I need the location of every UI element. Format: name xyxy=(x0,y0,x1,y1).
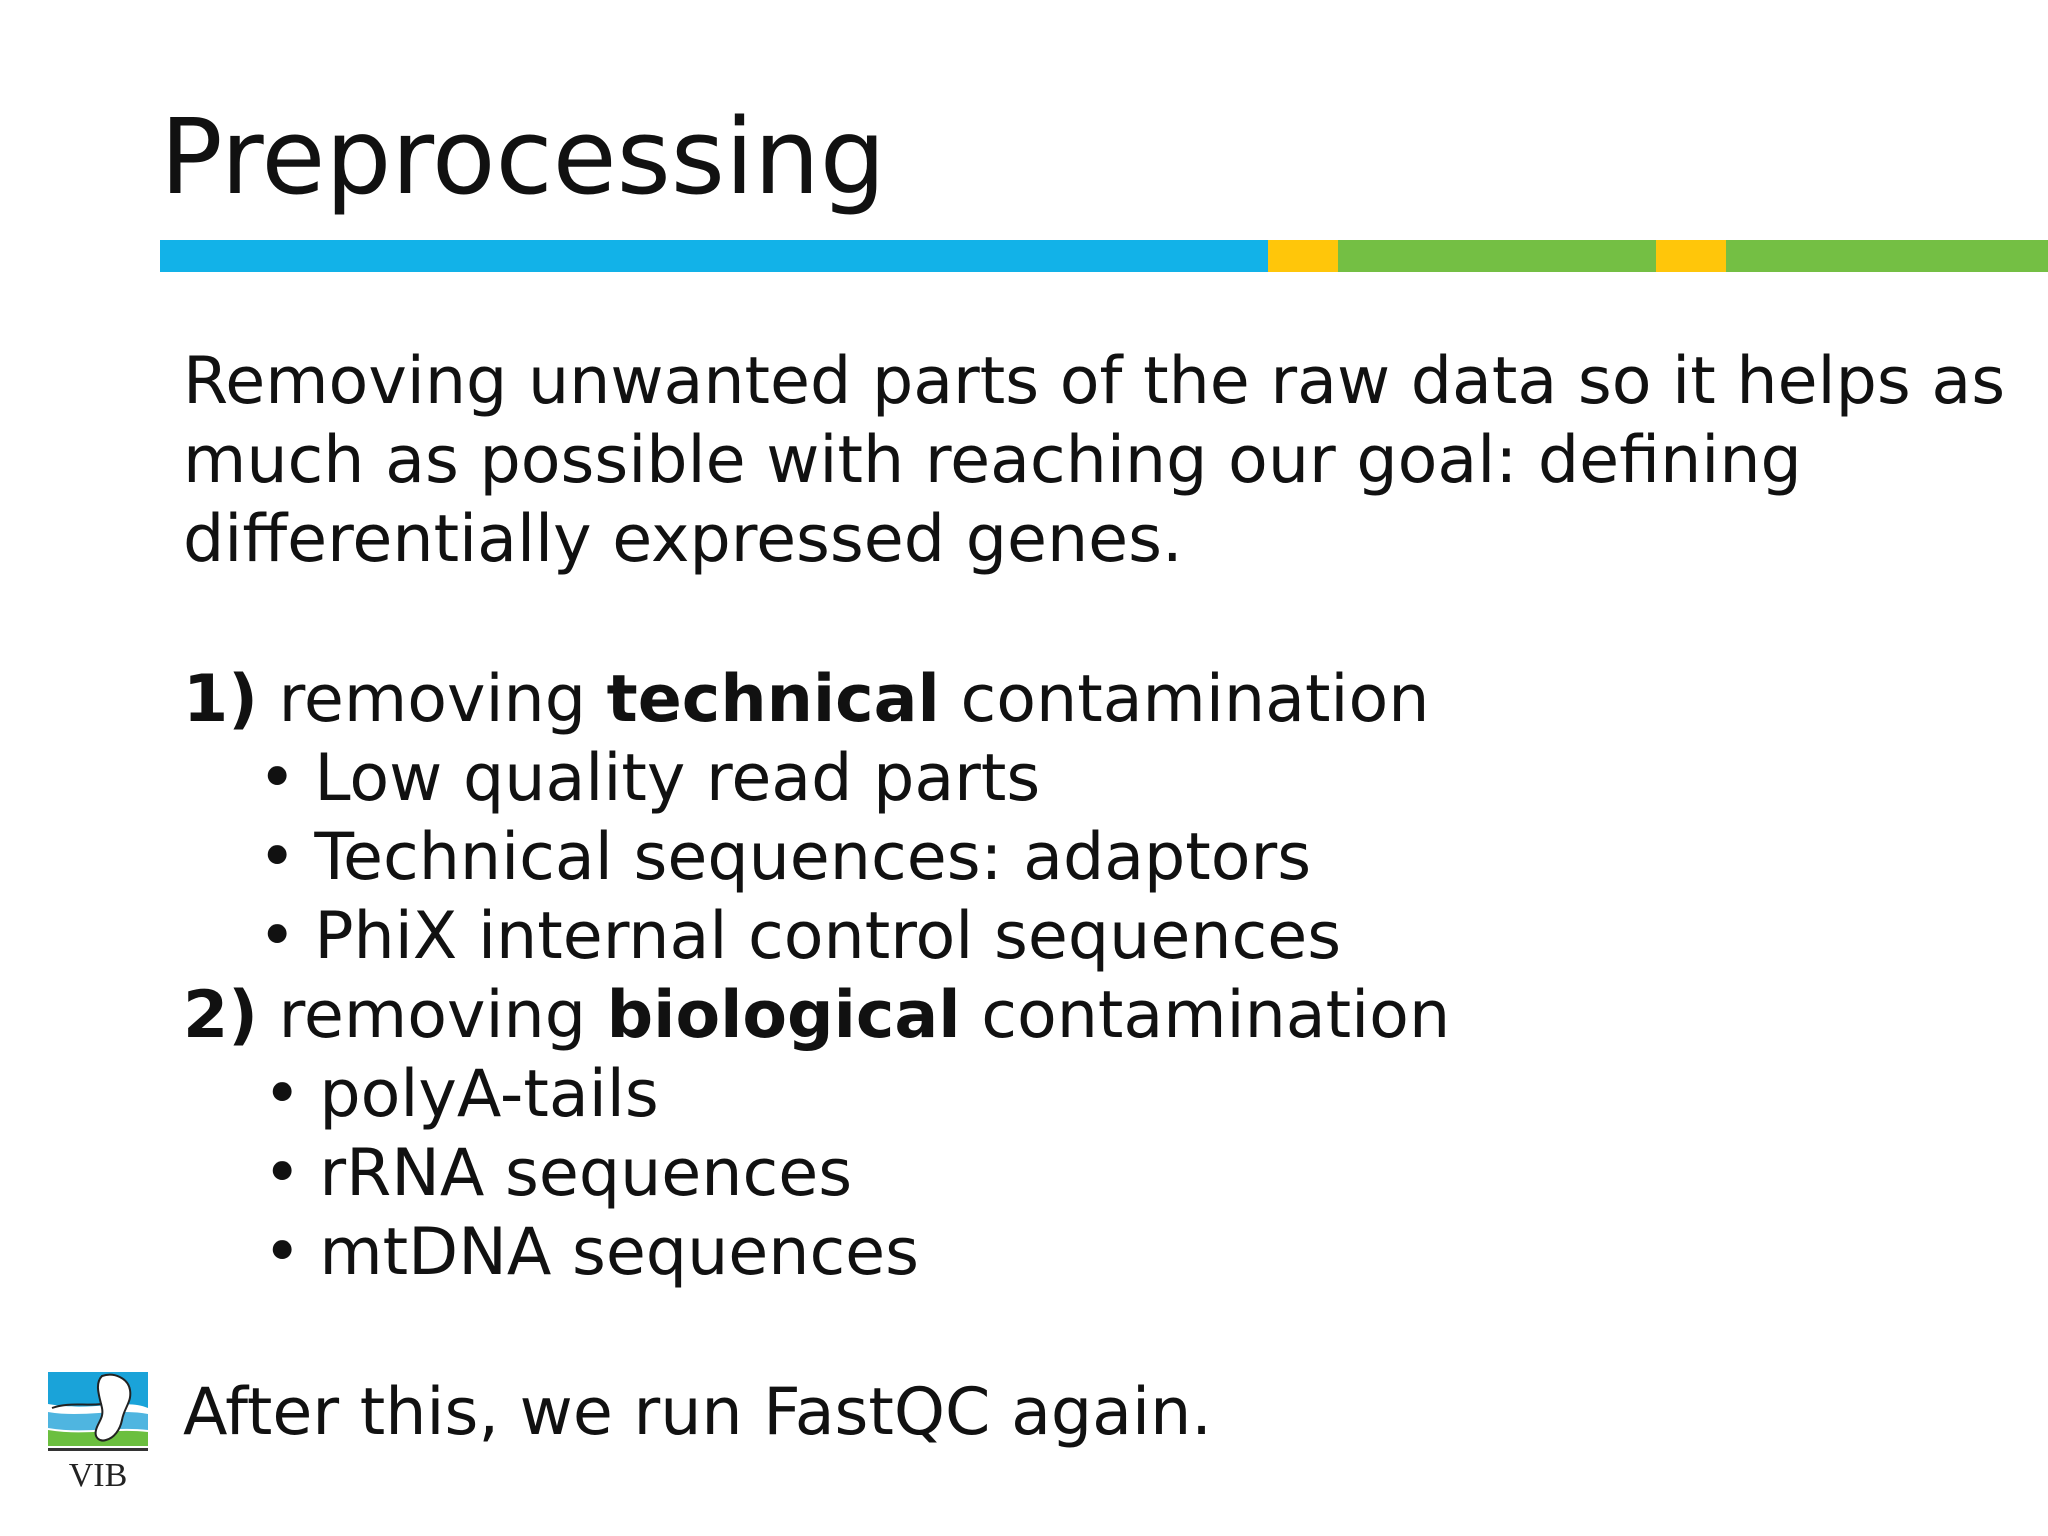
list-item-technical: 1) removing technical contamination xyxy=(183,660,1450,739)
intro-paragraph: Removing unwanted parts of the raw data … xyxy=(183,342,2005,579)
item-emphasis: biological xyxy=(606,978,961,1053)
list-item-biological: 2) removing biological contamination xyxy=(183,976,1450,1055)
sub-bullet-text: mtDNA sequences xyxy=(319,1215,920,1290)
contamination-list: 1) removing technical contamination •Low… xyxy=(183,660,1450,1292)
sub-bullet-text: rRNA sequences xyxy=(319,1136,853,1211)
sub-bullet: •Low quality read parts xyxy=(183,739,1450,818)
intro-line: differentially expressed genes. xyxy=(183,502,1183,577)
bullet-icon: • xyxy=(263,1057,302,1132)
divider-yellow-segment xyxy=(1268,240,1338,272)
divider-green-segment xyxy=(1338,240,1656,272)
bullet-icon: • xyxy=(258,741,297,816)
sub-bullet: •rRNA sequences xyxy=(183,1134,1450,1213)
slide-title: Preprocessing xyxy=(160,96,886,218)
intro-line: Removing unwanted parts of the raw data … xyxy=(183,344,2006,419)
sub-bullet: •PhiX internal control sequences xyxy=(183,897,1450,976)
intro-line: much as possible with reaching our goal:… xyxy=(183,423,1802,498)
item-number: 2) xyxy=(183,978,258,1053)
sub-bullet: •polyA-tails xyxy=(183,1055,1450,1134)
logo-text: VIB xyxy=(69,1457,128,1492)
bullet-icon: • xyxy=(258,899,297,974)
sub-bullet-text: PhiX internal control sequences xyxy=(314,899,1342,974)
item-text: contamination xyxy=(981,978,1451,1053)
item-number: 1) xyxy=(183,662,258,737)
divider-blue-segment xyxy=(160,240,1268,272)
bullet-icon: • xyxy=(263,1215,302,1290)
bullet-icon: • xyxy=(263,1136,302,1211)
sub-bullet-text: polyA-tails xyxy=(319,1057,659,1132)
item-text: removing xyxy=(278,662,586,737)
sub-bullet: •mtDNA sequences xyxy=(183,1213,1450,1292)
divider-yellow-segment xyxy=(1656,240,1726,272)
item-text: contamination xyxy=(960,662,1430,737)
bullet-icon: • xyxy=(258,820,297,895)
item-text: removing xyxy=(278,978,586,1053)
title-divider xyxy=(160,240,2048,272)
sub-bullet-text: Low quality read parts xyxy=(314,741,1041,816)
footer-note: After this, we run FastQC again. xyxy=(183,1375,1212,1450)
divider-green-segment xyxy=(1726,240,2048,272)
sub-bullet: •Technical sequences: adaptors xyxy=(183,818,1450,897)
item-emphasis: technical xyxy=(606,662,940,737)
sub-bullet-text: Technical sequences: adaptors xyxy=(314,820,1312,895)
vib-logo: VIB xyxy=(48,1372,148,1492)
